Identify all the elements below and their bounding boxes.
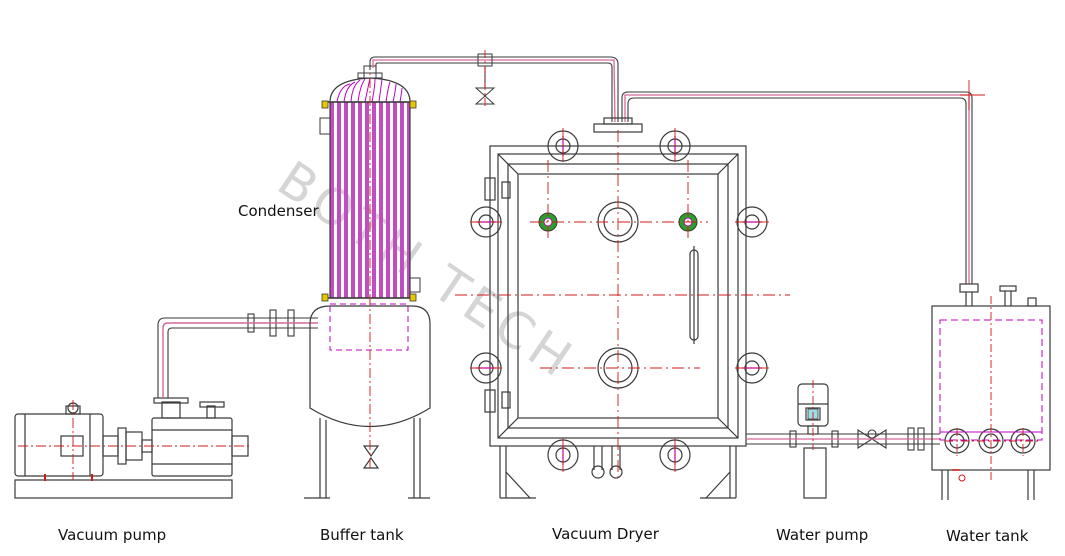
label-water-tank: Water tank <box>946 527 1029 545</box>
vacuum-pump-centerlines <box>18 400 250 480</box>
pipe-tank-to-dryer-top <box>621 91 973 284</box>
dryer-clamps <box>470 130 768 471</box>
label-vacuum-pump: Vacuum pump <box>58 526 167 544</box>
label-buffer-tank: Buffer tank <box>320 526 404 544</box>
label-vacuum-dryer: Vacuum Dryer <box>552 525 659 543</box>
vacuum-pump-unit <box>14 397 249 499</box>
label-water-pump: Water pump <box>776 526 869 544</box>
label-condenser: Condenser <box>238 202 319 220</box>
vacuum-dryer <box>484 117 747 499</box>
buffer-tank <box>304 305 431 499</box>
dryer-centerlines <box>455 128 790 480</box>
